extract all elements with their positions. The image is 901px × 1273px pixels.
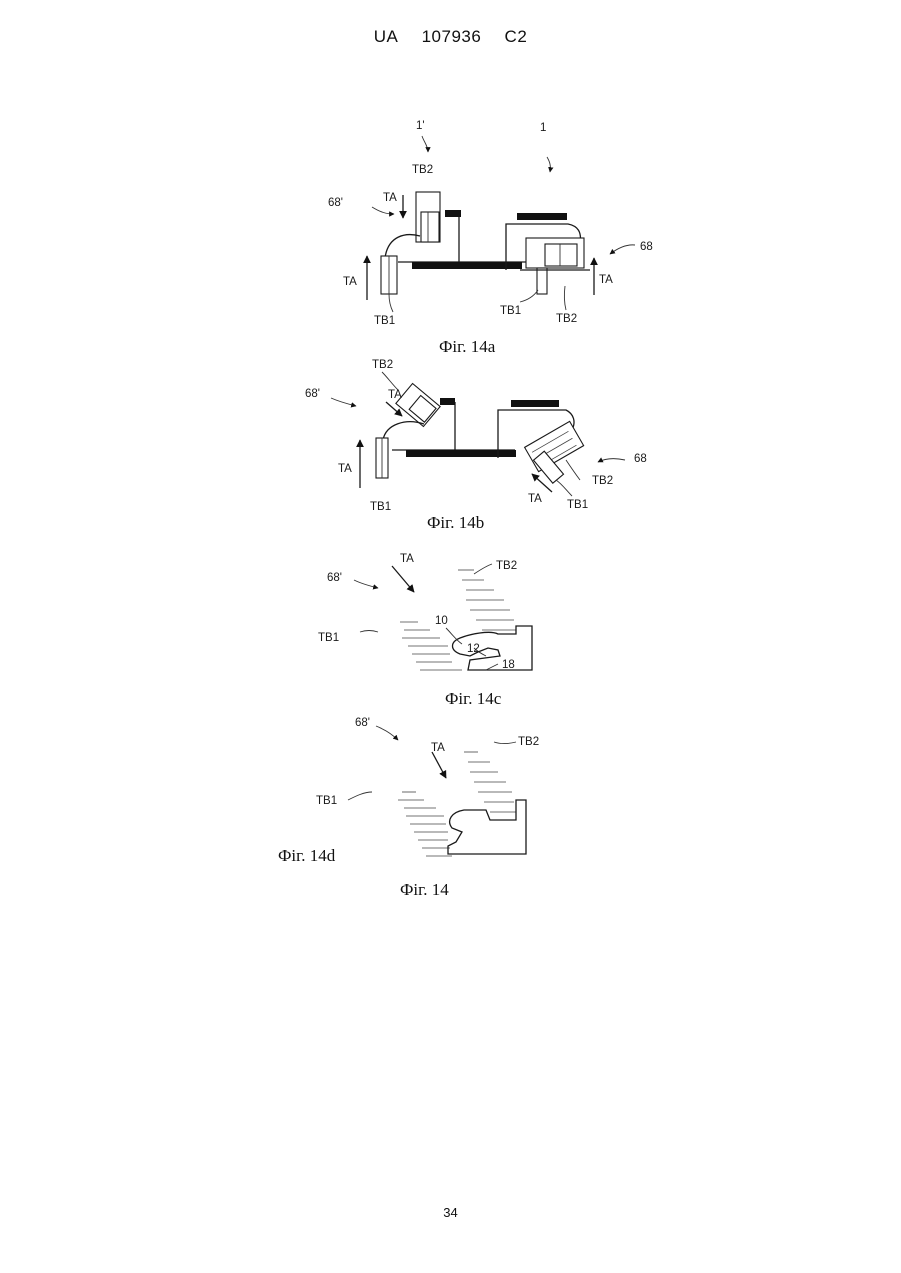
left-cable xyxy=(385,235,420,258)
left-top-bar-b xyxy=(440,398,455,405)
caption-overall: Фіг. 14 xyxy=(400,880,449,899)
page-number: 34 xyxy=(0,1205,901,1220)
label-tb2-right: TB2 xyxy=(556,313,577,325)
right-top-bar xyxy=(517,213,567,220)
ta-arrow-d xyxy=(432,752,446,778)
hatch-tb1-d xyxy=(398,792,452,856)
figure-14b: TB2 TA 68' TA TB1 68 TB2 TA TB1 Фіг. 14b xyxy=(305,359,647,532)
label-ta-left-b: TA xyxy=(338,463,352,475)
figure-14c: TA TB2 68' TB1 10 12 18 Фіг. 14с xyxy=(318,553,532,708)
label-68prime-c: 68' xyxy=(327,572,342,584)
left-top-bar xyxy=(445,210,461,217)
label-tb1-left-b: TB1 xyxy=(370,501,391,513)
label-tb1-right: TB1 xyxy=(500,305,521,317)
caption-14b: Фіг. 14b xyxy=(427,513,484,532)
label-ta-top: TA xyxy=(383,192,397,204)
hatch-tb2-c xyxy=(458,570,516,630)
label-tb2-right-b: TB2 xyxy=(592,475,613,487)
label-68prime-d: 68' xyxy=(355,717,370,729)
ref-1-leader xyxy=(547,157,550,172)
tool-tb1-right xyxy=(537,268,547,294)
right-top-bar-b xyxy=(511,400,559,407)
caption-14a: Фіг. 14а xyxy=(439,337,496,356)
label-68prime-b: 68' xyxy=(305,388,320,400)
label-10-c: 10 xyxy=(435,615,448,627)
label-1prime: 1' xyxy=(416,120,425,132)
label-ta-right: TA xyxy=(599,274,613,286)
label-ta-bottom-b: TA xyxy=(528,493,542,505)
caption-14d: Фіг. 14d xyxy=(278,846,336,865)
label-tb2-c: TB2 xyxy=(496,560,517,572)
label-68-b: 68 xyxy=(634,453,647,465)
tool-tb2-left-inner xyxy=(421,212,439,242)
label-tb2-top-b: TB2 xyxy=(372,359,393,371)
label-tb1-c: TB1 xyxy=(318,632,339,644)
figure-14d: 68' TA TB2 TB1 Фіг. 14d xyxy=(278,717,539,865)
label-tb2-d: TB2 xyxy=(518,736,539,748)
label-68: 68 xyxy=(640,241,653,253)
label-tb1-d: TB1 xyxy=(316,795,337,807)
tool-tb2-right-inner xyxy=(545,244,577,266)
label-ta-c: TA xyxy=(400,553,414,565)
panel-profile-c xyxy=(453,626,533,670)
label-tb2-left: TB2 xyxy=(412,164,433,176)
label-ta-left: TA xyxy=(343,276,357,288)
left-cable-b xyxy=(383,422,424,440)
ref-1prime-leader xyxy=(422,136,428,152)
hatch-tb2-d xyxy=(464,752,516,812)
ta-arrow-c xyxy=(392,566,414,592)
figure-14a: 1' 1 TB2 TA 68' 68 TA TA TB1 TB1 TB2 Фіг… xyxy=(328,120,653,356)
label-18-c: 18 xyxy=(502,659,515,671)
label-ta-top-b: TA xyxy=(388,389,402,401)
label-ta-d: TA xyxy=(431,742,445,754)
label-1: 1 xyxy=(540,122,546,134)
label-tb1-right-b: TB1 xyxy=(567,499,588,511)
base-bar-b xyxy=(406,450,516,457)
panel-profile-d xyxy=(448,800,526,854)
caption-14c: Фіг. 14с xyxy=(445,689,502,708)
label-12-c: 12 xyxy=(467,643,480,655)
tool-tb2-left-b xyxy=(396,383,440,426)
label-68prime: 68' xyxy=(328,197,343,209)
label-tb1-left: TB1 xyxy=(374,315,395,327)
